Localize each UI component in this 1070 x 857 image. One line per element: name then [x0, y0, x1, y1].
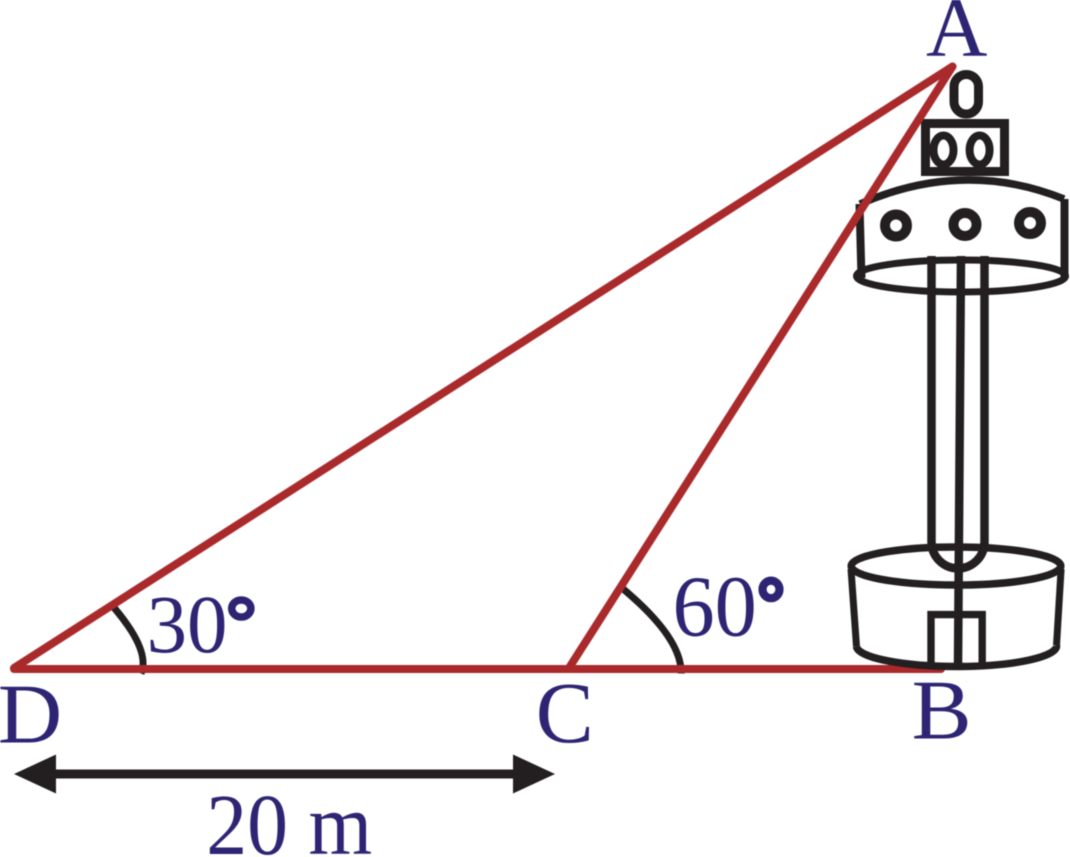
svg-text:20 m: 20 m — [206, 778, 372, 857]
svg-text:A: A — [926, 0, 987, 75]
svg-text:60: 60 — [673, 558, 757, 654]
svg-text:C: C — [536, 664, 594, 761]
svg-text:B: B — [912, 663, 972, 757]
svg-text:30: 30 — [147, 578, 228, 670]
svg-text:D: D — [0, 666, 62, 761]
